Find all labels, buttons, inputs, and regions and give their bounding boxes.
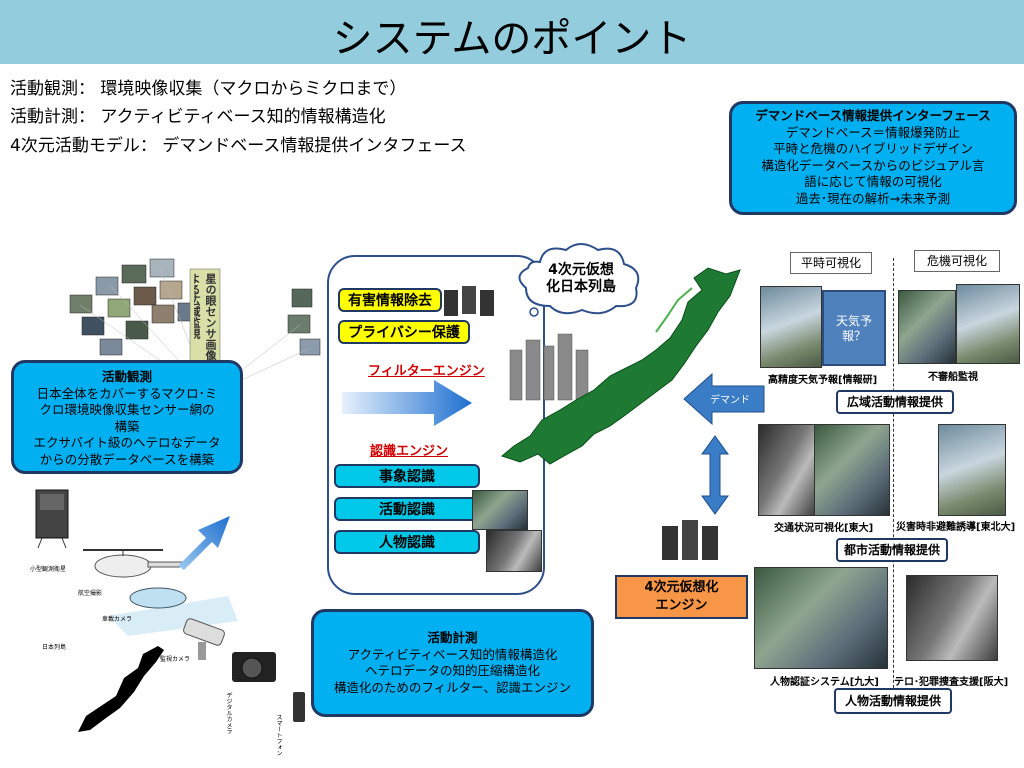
observation-line: 日本全体をカバーするマクロ･ミ — [36, 385, 218, 401]
sensor-devices: 小型観測衛星 航空撮影 車載カメラ 日本列島 監視カメラ デジタルカメラ スマー… — [28, 486, 308, 761]
observation-line: 構築 — [114, 418, 140, 434]
caption-weather: 高精度天気予報[情報研] — [768, 375, 878, 386]
label-japan: 日本列島 — [42, 644, 67, 651]
label-smartphone: スマートフォン — [275, 714, 282, 756]
weather-forecast-line: 天気予 — [835, 314, 872, 328]
title-bar: システムのポイント — [0, 0, 1024, 64]
image-mosaic: 星の眼センサ画像による広域監視 — [60, 255, 330, 400]
ship-surveillance-image-2 — [956, 284, 1020, 364]
label-digital-camera: デジタルカメラ — [225, 692, 232, 734]
activity-recognition-image — [472, 490, 528, 530]
caption-disaster: 災害時非避難誘導[東北大] — [896, 522, 1016, 533]
person-recognition-button[interactable]: 人物認識 — [334, 530, 480, 554]
page-title: システムのポイント — [332, 16, 692, 62]
event-recognition-button[interactable]: 事象認識 — [334, 464, 480, 488]
caption-traffic: 交通状況可視化[東大] — [774, 523, 874, 534]
server-cluster-icon — [662, 520, 718, 560]
left-arrow-icon — [683, 372, 765, 426]
demand-interface-line: 平時と危機のハイブリッドデザイン — [773, 141, 973, 156]
demand-interface-line: 構造化データベースからのビジュアル言 — [761, 157, 985, 173]
cloud-label-line: 4次元仮想 — [548, 262, 614, 278]
weather-map-image — [760, 286, 822, 368]
japan-3d-map — [500, 267, 741, 465]
server-icon — [444, 286, 494, 316]
caption-person-auth: 人物認証システム[九大] — [770, 677, 879, 688]
observation-line: エクサバイト級のヘテロなデータ — [33, 435, 221, 450]
observation-box: 活動観測 日本全体をカバーするマクロ･ミ クロ環境映像収集センサー網の 構築 エ… — [11, 360, 243, 474]
sensor-devices-graphic — [35, 489, 305, 732]
weather-forecast-line: 報？ — [841, 329, 866, 343]
wide-area-info-button[interactable]: 広域活動情報提供 — [836, 390, 954, 414]
observation-heading: 活動観測 — [101, 369, 152, 384]
demand-label: デマンド — [710, 395, 750, 406]
privacy-filter-button[interactable]: プライバシー保護 — [338, 320, 470, 344]
demand-interface-line: 語に応じて情報の可視化 — [804, 174, 942, 189]
traffic-image-1 — [758, 424, 816, 516]
demand-interface-line: デマンドベース＝情報爆発防止 — [785, 124, 961, 140]
demand-interface-heading: デマンドベース情報提供インターフェース — [755, 108, 991, 123]
cloud-callout — [518, 243, 640, 317]
observation-line: クロ環境映像収集センサー網の — [39, 402, 215, 417]
sensor-banner: 星の眼センサ画像による広域監視 — [194, 273, 217, 372]
virtual-engine-line: エンジン — [655, 598, 708, 613]
normal-viz-header: 平時可視化 — [790, 252, 872, 274]
measurement-line: ヘテロデータの知的圧縮構造化 — [364, 663, 540, 678]
label-aerial: 航空撮影 — [78, 590, 103, 597]
caption-ship: 不審船監視 — [928, 372, 978, 383]
vertical-double-arrow-icon — [701, 435, 729, 515]
label-satellite: 小型観測衛星 — [30, 566, 67, 573]
cloud-label-line: 化日本列島 — [546, 279, 616, 295]
cloud-label: 4次元仮想 化日本列島 — [536, 262, 626, 296]
disaster-map-image — [938, 424, 1006, 516]
bullet-model: 4次元活動モデル： デマンドベース情報提供インタフェース — [10, 136, 467, 156]
harmful-info-filter-button[interactable]: 有害情報除去 — [338, 288, 442, 312]
demand-interface-line: 過去･現在の解析→未来予測 — [795, 190, 951, 206]
right-arrow-icon — [342, 380, 472, 426]
traffic-image-2 — [814, 424, 890, 516]
observation-line: からの分散データベースを構築 — [39, 451, 215, 467]
caption-terror: テロ･犯罪捜査支援[阪大] — [894, 677, 1009, 688]
recognition-engine-label: 認識エンジン — [370, 444, 449, 459]
city-info-button[interactable]: 都市活動情報提供 — [836, 538, 948, 562]
virtual-engine-line: 4次元仮想化 — [644, 580, 719, 595]
ship-surveillance-image-1 — [898, 290, 956, 364]
bullet-measurement: 活動計測： アクティビティベース知的情報構造化 — [10, 107, 386, 127]
person-info-button[interactable]: 人物活動情報提供 — [834, 688, 952, 714]
virtual-engine-box: 4次元仮想化 エンジン — [615, 575, 748, 619]
measurement-box: 活動計測 アクティビティベース知的情報構造化 ヘテロデータの知的圧縮構造化 構造… — [311, 609, 594, 717]
face-recognition-image — [486, 530, 542, 572]
terror-investigation-image — [906, 575, 998, 661]
filter-engine-label: フィルターエンジン — [368, 364, 485, 379]
demand-interface-box: デマンドベース情報提供インターフェース デマンドベース＝情報爆発防止 平時と危機… — [729, 101, 1017, 215]
viz-divider — [893, 258, 894, 713]
measurement-line: 構造化のためのフィルター、認識エンジン — [333, 679, 572, 695]
image-mosaic-graphic — [69, 258, 321, 396]
activity-recognition-button[interactable]: 活動認識 — [334, 497, 480, 521]
weather-forecast-box: 天気予 報？ — [822, 290, 886, 366]
person-auth-image — [754, 567, 888, 669]
label-surveillance: 監視カメラ — [160, 656, 191, 663]
upward-arrow-icon — [178, 516, 230, 570]
label-car-camera: 車載カメラ — [102, 616, 133, 623]
bullet-observation: 活動観測： 環境映像収集（マクロからミクロまで） — [10, 79, 407, 99]
measurement-heading: 活動計測 — [427, 630, 478, 645]
crisis-viz-header: 危機可視化 — [914, 250, 1000, 272]
measurement-line: アクティビティベース知的情報構造化 — [347, 646, 558, 662]
